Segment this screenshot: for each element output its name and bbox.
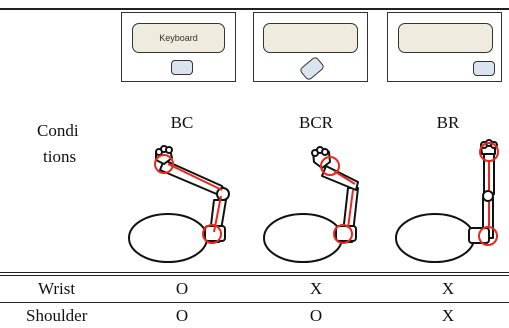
elbow-joint: [482, 190, 494, 202]
head-ellipse: [263, 213, 343, 263]
setup-panel-bcr: [253, 12, 368, 82]
head-ellipse: [128, 213, 208, 263]
shoulder-highlight: [333, 224, 353, 244]
shoulder-value-bcr: O: [309, 306, 323, 325]
finger: [165, 146, 173, 154]
double-rule-bottom: [0, 275, 509, 276]
shoulder-highlight: [202, 224, 222, 244]
row-label-wrist: Wrist: [38, 279, 76, 298]
finger: [321, 148, 329, 156]
forearm-red-line: [167, 163, 223, 191]
conditions-label-line2: tions: [43, 147, 77, 166]
shoulder-value-bc: O: [175, 306, 189, 325]
row-label-shoulder: Shoulder: [26, 306, 88, 325]
wrist-highlight: [154, 154, 174, 174]
keyboard-box: [398, 23, 493, 53]
forearm-red-line: [333, 170, 356, 185]
upper-arm-red-line: [213, 195, 222, 233]
top-rule: [0, 8, 509, 10]
wrist-value-bcr: X: [309, 279, 323, 298]
keyboard-box: [263, 23, 358, 53]
condition-header-br: BR: [436, 113, 460, 132]
posture-drawing-bcr: [263, 146, 359, 263]
keyboard-box: Keyboard: [132, 23, 225, 53]
condition-header-bc: BC: [170, 113, 194, 132]
conditions-label-line1: Condi: [37, 121, 79, 140]
head-ellipse: [395, 213, 475, 263]
double-rule-top: [0, 272, 509, 273]
shoulder-block: [335, 225, 357, 242]
posture-drawing-br: [395, 139, 499, 263]
mouse-icon: [171, 60, 193, 75]
mouse-icon: [473, 61, 495, 76]
setup-panel-bc: Keyboard: [121, 12, 236, 82]
wrist-value-bc: O: [175, 279, 189, 298]
posture-drawing-bc: [128, 145, 230, 263]
condition-header-bcr: BCR: [298, 113, 334, 132]
upper-arm-red-line: [347, 189, 354, 229]
row-divider: [0, 302, 509, 303]
mouse-icon: [298, 55, 326, 82]
forearm: [321, 165, 359, 191]
elbow-joint: [216, 187, 230, 201]
wrist-value-br: X: [441, 279, 455, 298]
shoulder-value-br: X: [441, 306, 455, 325]
setup-panel-br: [387, 12, 502, 82]
wrist-highlight: [320, 156, 340, 176]
